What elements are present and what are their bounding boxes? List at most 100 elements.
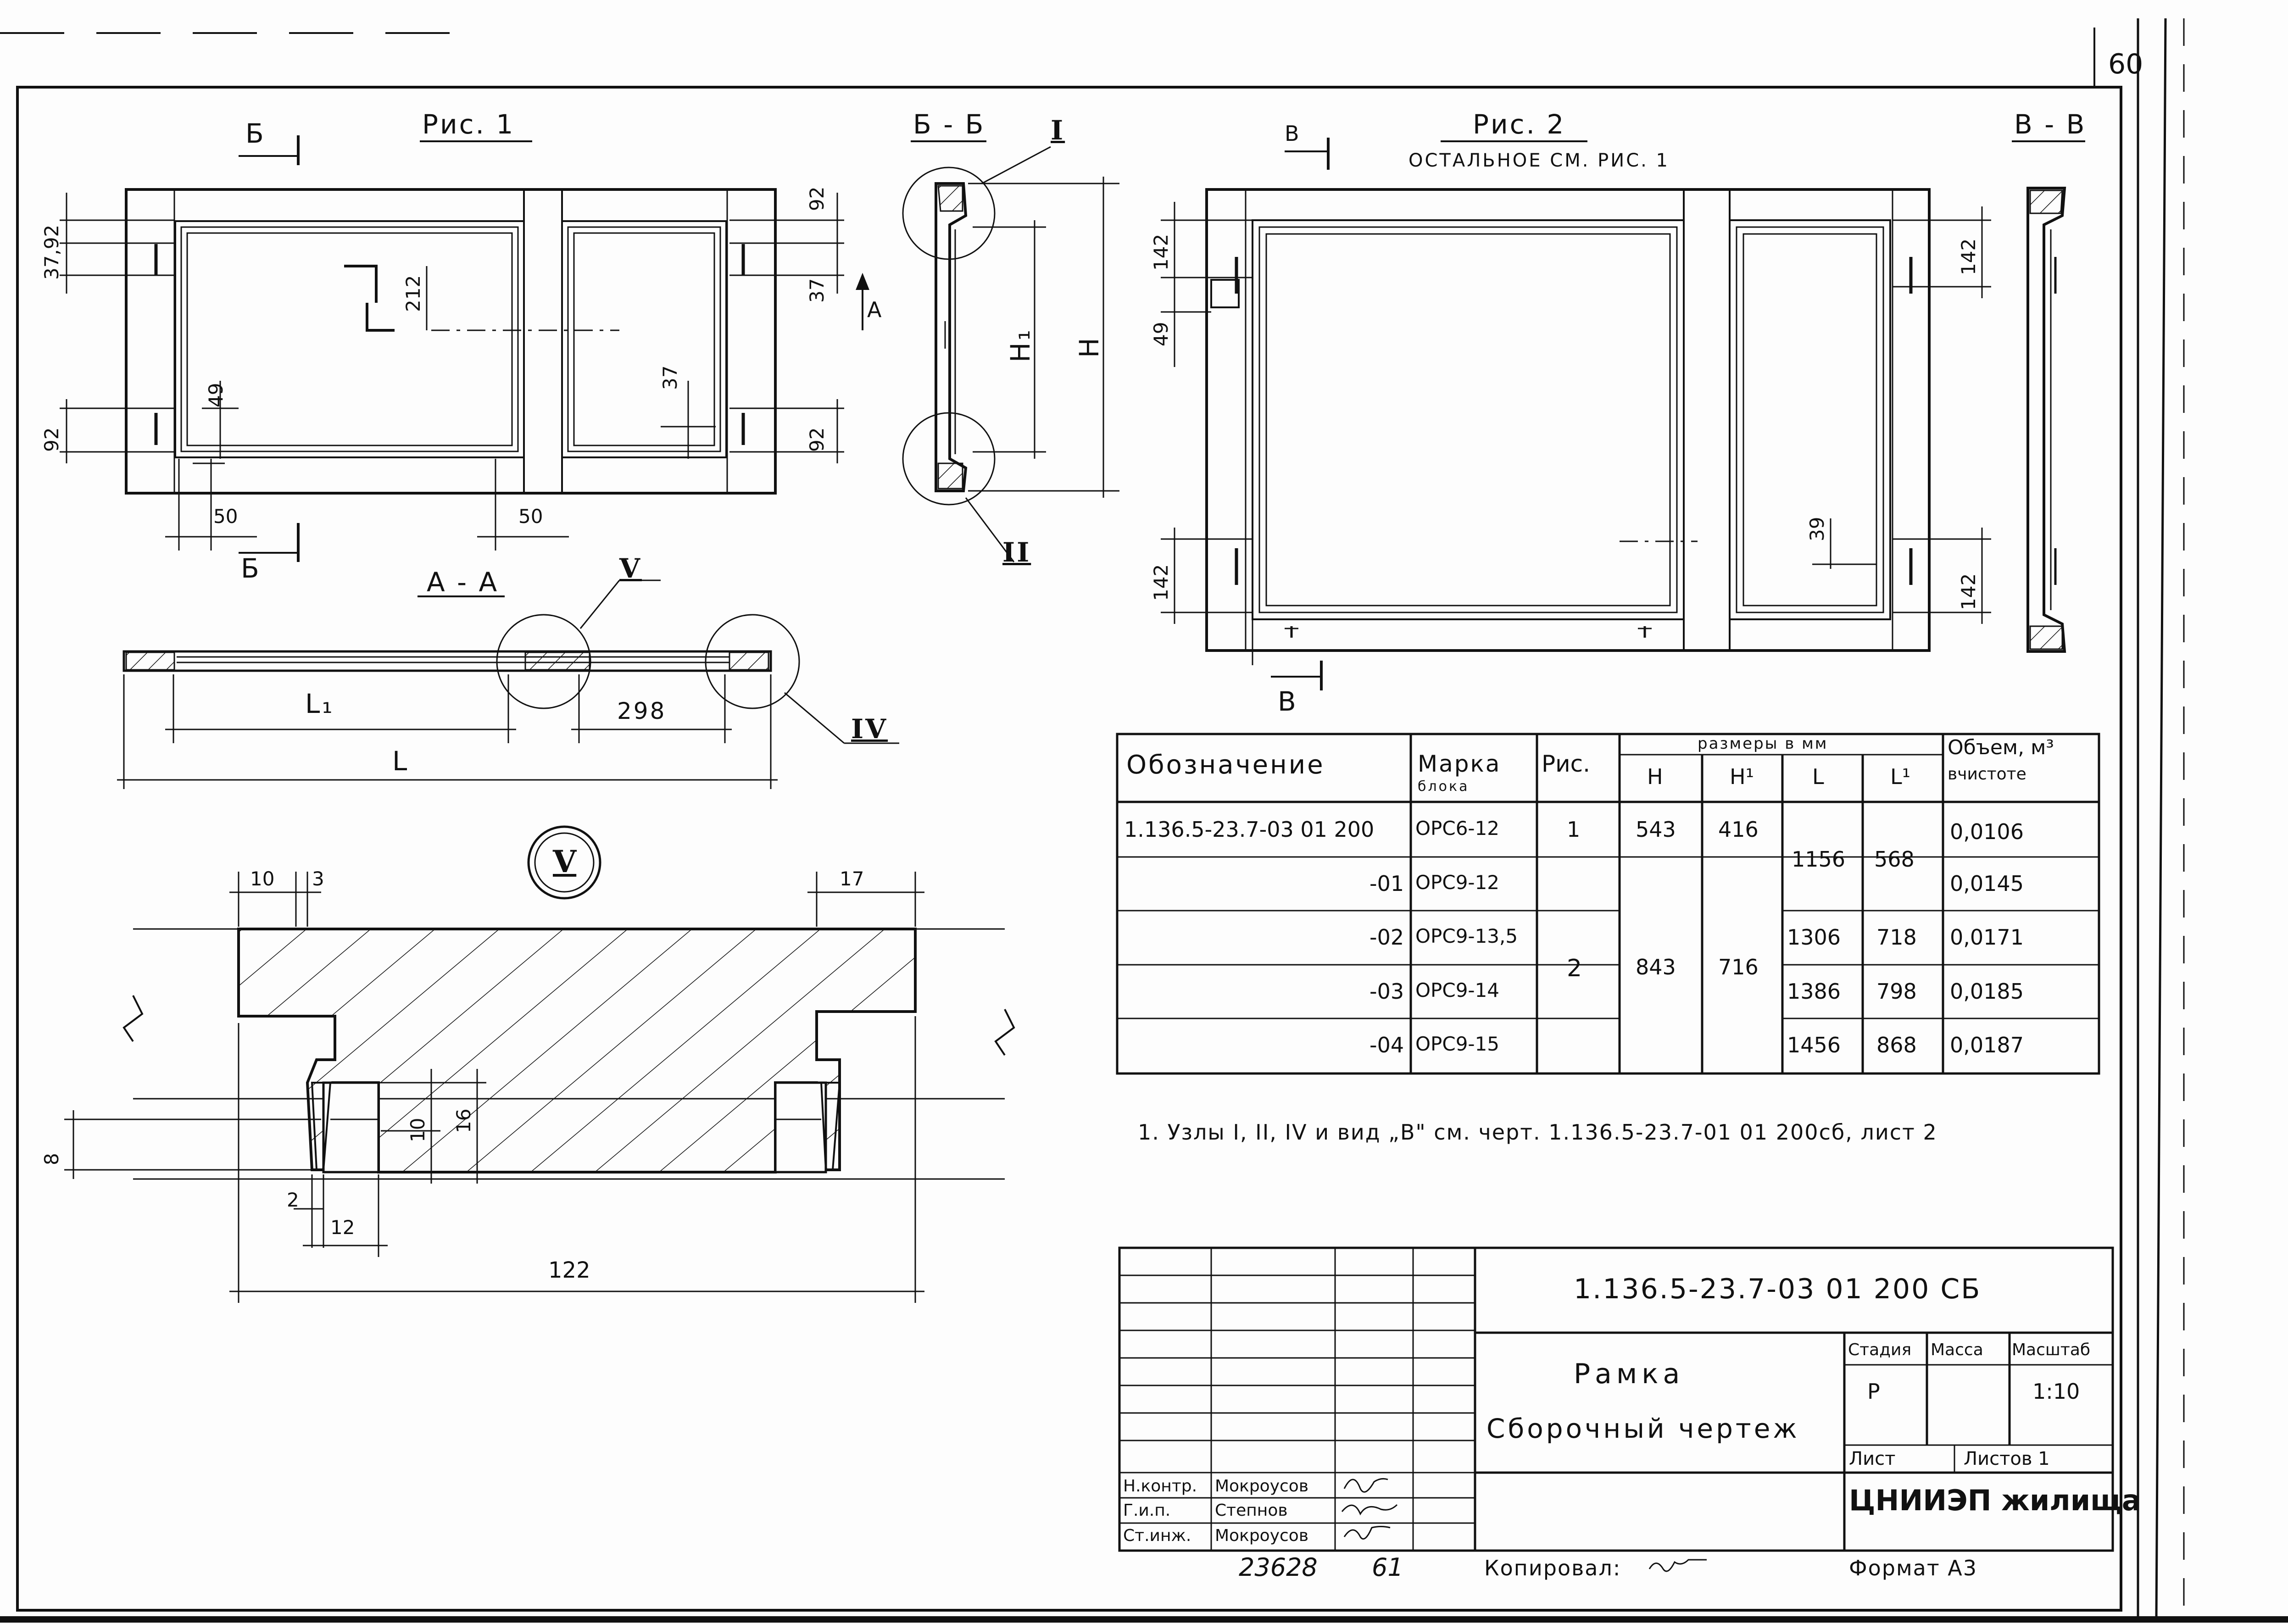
detail-v-section [237,928,917,1174]
table-row-3-h1: 716 [1718,955,1759,979]
table-row-3-l: 1306 [1787,925,1841,950]
title-block-mass-label: Масса [1931,1340,1983,1359]
table-row-4-designation: -03 [1369,979,1404,1004]
table-row-5-mark: ОРС9-15 [1415,1033,1500,1055]
detail-v-dim-10-in: 10 [406,1118,429,1142]
table-row-3-l1: 718 [1876,925,1917,950]
table-row-5-l1: 868 [1876,1033,1917,1057]
table-header-designation: Обозначение [1126,750,1325,780]
table-row-2-mark: ОРС9-12 [1415,871,1500,894]
section-bb-node-1: I [1051,115,1065,146]
table-row-3-h: 843 [1636,955,1676,979]
title-block-stage-value: Р [1867,1379,1880,1404]
signature-1 [1343,1478,1388,1493]
title-block-role-3: Ст.инж. [1123,1526,1191,1545]
section-bb-h: H [1074,336,1105,358]
signature-2 [1341,1504,1398,1516]
title-block-scale-label: Масштаб [2012,1340,2091,1359]
detail-v-dim-2: 2 [287,1189,299,1211]
fig2-title: Рис. 2 [1473,109,1566,140]
section-aa-l1: L₁ [305,688,334,719]
section-bb-h1: H₁ [1005,328,1036,362]
detail-v-label: V [553,844,577,879]
fig1-dim-92-tr: 92 [806,186,828,211]
title-block-scale-value: 1:10 [2032,1379,2080,1404]
table-header-fig: Рис. [1542,751,1591,777]
fig2-subtitle: ОСТАЛЬНОЕ СМ. РИС. 1 [1408,150,1670,171]
section-aa-profile [122,650,772,672]
table-row-2-designation: -01 [1369,871,1404,896]
table-row-4-volume: 0,0185 [1950,979,2024,1004]
fig2-dim-39: 39 [1806,517,1828,541]
detail-v-dim-12: 12 [330,1216,355,1239]
section-vv-title: В - В [2014,109,2087,140]
title-block-name-2: Сборочный чертеж [1486,1413,1800,1444]
title-block-format: Формат А3 [1849,1556,1977,1580]
table-row-5-designation: -04 [1369,1033,1404,1057]
sheet-number: 60 [2108,48,2143,80]
detail-v-dim-10-top: 10 [250,868,275,890]
section-bb-title: Б - Б [913,109,985,140]
table-row-1-l: 1156 [1792,847,1846,872]
section-bb-node-2: II [1002,537,1031,568]
detail-v-dim-8: 8 [40,1153,63,1165]
title-block-grid [1118,1246,2114,1552]
table-header-mark-sub: блока [1418,779,1470,795]
table-row-1-h1: 416 [1718,817,1759,842]
signature-copied [1648,1559,1707,1572]
table-header-volume-sub: вчистоте [1948,765,2026,784]
table-header-volume: Объем, м³ [1948,736,2054,759]
fig1-dim-50-r: 50 [518,505,543,528]
fig2-dim-49: 49 [1150,322,1172,346]
title-block-role-2: Г.и.п. [1123,1501,1171,1520]
fig2-section-v-top: В [1285,121,1301,146]
table-header-sizes: размеры в мм [1698,734,1828,753]
fig2-outline [1205,188,1931,652]
fig2-dim-142-tr: 142 [1957,238,1980,275]
title-block-name-role-3: Мокроусов [1215,1526,1309,1545]
fig1-outline [125,188,777,495]
title-block-org: ЦНИИЭП жилища [1849,1484,2141,1517]
section-aa-298: 298 [617,698,667,724]
title-block-name-role-1: Мокроусов [1215,1477,1309,1496]
section-aa-node-4: IV [851,713,888,745]
fig2-dim-142-bl: 142 [1150,564,1172,601]
table-row-2-volume: 0,0145 [1950,871,2024,896]
drawing-note: 1. Узлы I, II, IV и вид „В" см. черт. 1.… [1138,1120,1937,1145]
title-block-name-role-2: Степнов [1215,1501,1288,1520]
table-header-h: Н [1647,764,1663,789]
fig1-dim-49: 49 [205,383,227,407]
title-block-inventory-2: 61 [1372,1553,1403,1582]
table-row-4-mark: ОРС9-14 [1415,979,1500,1001]
table-row-1-designation: 1.136.5-23.7-03 01 200 [1124,817,1375,842]
fig1-section-a-arrow: А [867,297,884,322]
detail-v-dim-17: 17 [840,868,864,890]
title-block-copied-label: Копировал: [1484,1556,1621,1580]
table-header-mark: Марка [1418,751,1501,777]
fig1-dim-37-rb: 37 [659,365,681,390]
fig1-title: Рис. 1 [422,109,515,140]
signature-3 [1343,1526,1391,1540]
title-block-sheets-label: Листов 1 [1964,1448,2050,1469]
table-header-l1: L¹ [1890,764,1911,789]
table-row-1-mark: ОРС6-12 [1415,817,1500,840]
fig1-dim-50-l: 50 [213,505,238,528]
section-bb-profile [935,182,968,492]
table-row-4-l: 1386 [1787,979,1841,1004]
fig1-section-b-bottom: Б [241,553,261,584]
detail-v-dim-3: 3 [312,868,324,890]
title-block-role-1: Н.контр. [1123,1477,1197,1496]
table-row-5-l: 1456 [1787,1033,1841,1057]
fig1-dim-92-br: 92 [806,427,828,452]
fig2-dim-142-tl: 142 [1150,234,1172,271]
title-block-code: 1.136.5-23.7-03 01 200 СБ [1574,1273,1982,1305]
table-row-1-fig: 1 [1567,817,1581,842]
fig1-dim-37-r: 37 [806,278,828,303]
detail-v-dim-122: 122 [548,1257,590,1283]
table-header-l: L [1812,764,1824,789]
section-aa-title: А - А [427,567,499,598]
fig1-section-b-top: Б [245,118,266,149]
table-row-3-fig: 2 [1567,955,1582,982]
